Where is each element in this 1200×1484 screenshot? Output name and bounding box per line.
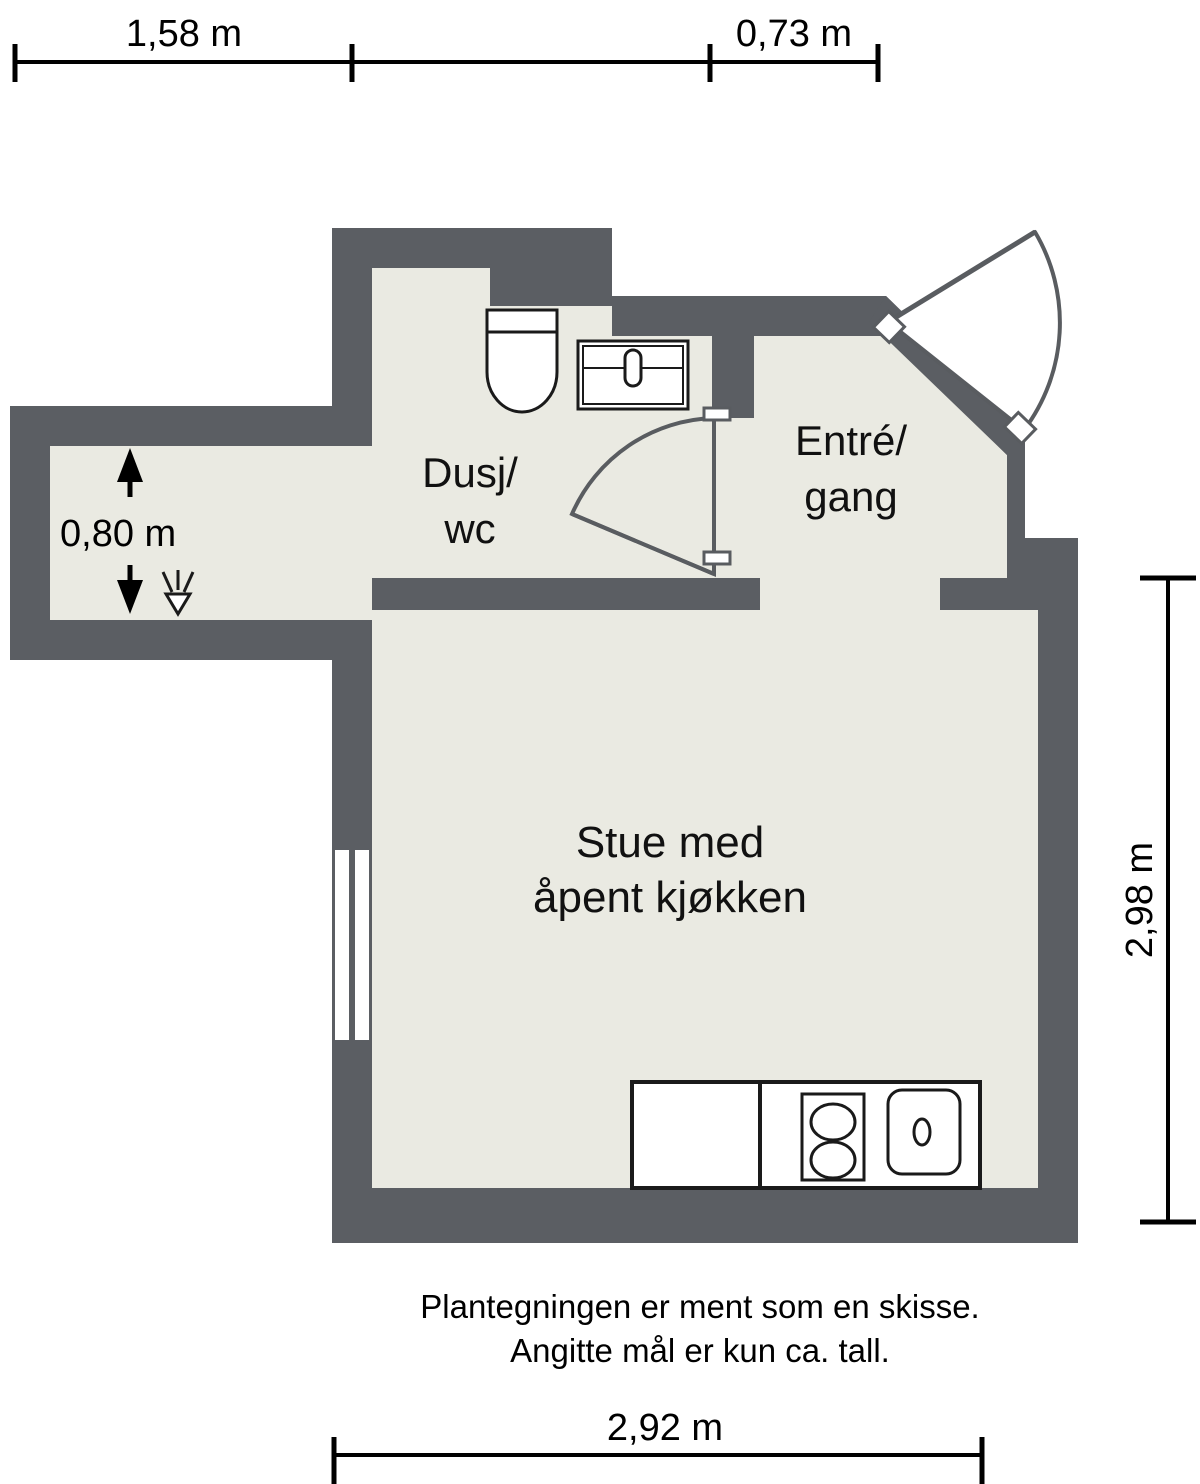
dimension-label-top-left: 1,58 m <box>126 13 242 55</box>
wall-east-main <box>1038 578 1078 1243</box>
cooktop-icon <box>800 1092 866 1182</box>
wall-east-step <box>1007 432 1078 578</box>
wall-alcove-north <box>10 406 372 446</box>
room-label-hallway: Entré/ gang <box>795 417 907 520</box>
wall-top-bath <box>332 228 612 268</box>
caption-line-2: Angitte mål er kun ca. tall. <box>510 1332 890 1369</box>
plan-caption: Plantegningen er ment som en skisse. Ang… <box>420 1288 979 1369</box>
cooktop-burner-bottom <box>809 1140 857 1180</box>
dimension-alcove-arrowhead-up <box>117 448 143 482</box>
downlight-icon <box>161 570 195 617</box>
window-west <box>332 845 372 1045</box>
window-pane-inner <box>353 848 371 1042</box>
entrance-door-swing-arc <box>886 230 1062 432</box>
dimension-label-alcove: 0,80 m <box>60 513 176 555</box>
room-label-living: Stue med åpent kjøkken <box>533 818 807 922</box>
cooktop-burner-top <box>809 1102 857 1142</box>
kitchen-sink-icon <box>886 1088 962 1176</box>
downlight-ray-left <box>161 571 174 593</box>
room-label-hallway-line1: Entré/ <box>795 417 907 464</box>
dimension-alcove-height: 0,80 m <box>60 448 176 614</box>
kitchen-sink-drain <box>912 1117 932 1147</box>
room-label-hallway-line2: gang <box>804 473 897 520</box>
kitchen-counter <box>630 1080 982 1190</box>
wall-bath-step <box>490 268 612 306</box>
walls <box>10 228 1078 1243</box>
wall-alcove-south <box>10 620 372 660</box>
sink-faucet <box>623 348 643 388</box>
entrance-door <box>871 229 1062 446</box>
dimension-right: 2,98 m <box>1119 575 1196 1225</box>
bathroom-door <box>569 406 732 578</box>
wall-partition-hall-south <box>940 578 1038 610</box>
wall-west-upper <box>332 268 372 406</box>
toilet-bowl <box>485 330 559 414</box>
dimension-top: 1,58 m 0,73 m <box>12 13 881 82</box>
dimension-bottom: 2,92 m <box>331 1407 985 1484</box>
toilet-tank <box>485 308 559 334</box>
caption-line-1: Plantegningen er ment som en skisse. <box>420 1288 979 1325</box>
dimension-label-bottom: 2,92 m <box>607 1407 723 1449</box>
downlight-ray-right <box>182 571 195 593</box>
toilet-icon <box>485 308 559 414</box>
bathroom-door-leaf <box>571 512 715 576</box>
entrance-door-jamb-upper <box>871 309 907 345</box>
entrance-door-jamb-lower <box>1002 410 1038 446</box>
bathroom-sink-icon <box>576 339 690 411</box>
room-label-living-line2: åpent kjøkken <box>533 873 807 922</box>
room-label-bath: Dusj/ wc <box>422 449 518 552</box>
wall-top-hall <box>612 296 886 336</box>
dimension-label-right: 2,98 m <box>1119 842 1161 958</box>
downlight-cone <box>163 592 193 617</box>
entrance-door-leaf <box>886 229 1037 325</box>
bathroom-door-jamb-upper <box>702 406 732 422</box>
wall-partition-bath-south <box>372 578 760 610</box>
dimension-label-top-right: 0,73 m <box>736 13 852 55</box>
window-pane-outer <box>333 848 351 1042</box>
dimension-alcove-arrowhead-down <box>117 580 143 614</box>
floor-fill <box>50 268 1038 1228</box>
bathroom-door-jamb-lower <box>702 550 732 566</box>
wall-partition-bath-hall <box>712 336 754 418</box>
room-label-bath-line2: wc <box>443 505 495 552</box>
wall-south <box>332 1188 1078 1243</box>
bathroom-door-swing-arc <box>569 415 716 578</box>
room-label-living-line1: Stue med <box>576 818 764 867</box>
room-label-bath-line1: Dusj/ <box>422 449 518 496</box>
wall-alcove-west <box>10 406 50 660</box>
